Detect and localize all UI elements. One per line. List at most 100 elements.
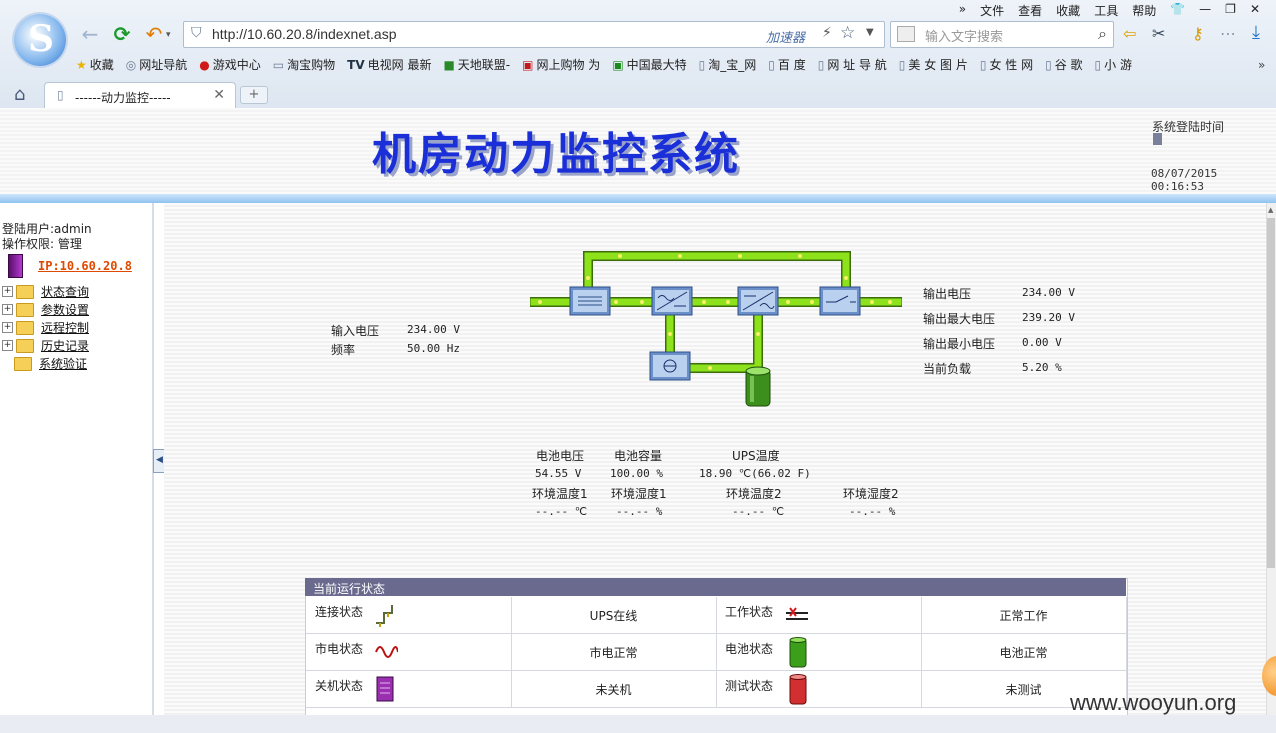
expand-icon[interactable]: + — [2, 340, 13, 351]
floating-badge-icon[interactable] — [1262, 656, 1276, 696]
menu-tools[interactable]: 工具 — [1094, 4, 1119, 18]
page-icon: ▯ — [1045, 57, 1052, 72]
fav-item[interactable]: ▯美 女 图 片 — [898, 57, 968, 73]
exit-icon[interactable]: ⇦ — [1123, 24, 1137, 43]
refresh-icon[interactable]: ⟳ — [113, 22, 131, 46]
menu-file[interactable]: 文件 — [980, 4, 1005, 18]
page-icon: ▯ — [768, 57, 775, 72]
login-time: 08/07/2015 00:16:53 — [1151, 167, 1218, 193]
tree-item-remote[interactable]: + 远程控制 — [2, 319, 89, 336]
fav-item[interactable]: ▭淘宝购物 — [272, 57, 336, 73]
ip-link[interactable]: IP:10.60.20.8 — [38, 259, 132, 273]
status-value: 未测试 — [1005, 683, 1042, 697]
fav-item[interactable]: ▯淘_宝_网 — [698, 57, 757, 73]
fav-item[interactable]: ●游戏中心 — [199, 57, 261, 73]
expand-icon[interactable]: + — [2, 286, 13, 297]
search-input[interactable]: 输入文字搜索 — [925, 30, 1004, 45]
fav-item[interactable]: ◎网址导航 — [125, 57, 188, 73]
address-bar[interactable]: ⛉ http://10.60.20.8/indexnet.asp 加速器 ⚡ ☆… — [183, 21, 885, 48]
globe-icon: ◎ — [125, 57, 137, 72]
env-temp1-value: --.-- ℃ — [535, 505, 588, 518]
fav-item[interactable]: ▣网上购物 为 — [522, 57, 601, 73]
accelerator-label[interactable]: 加速器 — [766, 31, 806, 46]
scrollbar-thumb[interactable] — [1267, 218, 1275, 568]
url-text[interactable]: http://10.60.20.8/indexnet.asp — [212, 26, 397, 42]
output-voltage-label: 输出电压 — [923, 287, 972, 301]
menu-chevron-icon[interactable]: » — [958, 2, 967, 16]
env-hum2-label: 环境湿度2 — [843, 487, 899, 501]
battery-test-icon — [789, 674, 807, 705]
search-box[interactable]: 输入文字搜索 ⌕ — [890, 21, 1114, 48]
undo-icon[interactable]: ↶ — [145, 22, 163, 46]
search-icon[interactable]: ⌕ — [1098, 24, 1107, 43]
fav-item[interactable]: ▯谷 歌 — [1045, 57, 1083, 73]
status-label-cell: 电池状态 — [716, 634, 922, 671]
fav-item[interactable]: ▯百 度 — [768, 57, 806, 73]
scissors-icon[interactable]: ✂ — [1152, 24, 1166, 43]
url-dropdown-icon[interactable]: ▼ — [866, 27, 874, 38]
tree-item-status[interactable]: + 状态查询 — [2, 283, 89, 300]
undo-dropdown-icon[interactable]: ▾ — [166, 30, 171, 40]
load-value: 5.20 % — [1022, 361, 1062, 374]
shirt-icon[interactable]: 👕 — [1170, 2, 1186, 16]
search-engine-icon[interactable] — [897, 26, 915, 42]
tree-label[interactable]: 系统验证 — [39, 357, 88, 371]
tree-label[interactable]: 历史记录 — [41, 339, 90, 353]
permission: 操作权限: 管理 — [2, 237, 82, 251]
tree-item-params[interactable]: + 参数设置 — [2, 301, 89, 318]
status-label: 电池状态 — [725, 642, 774, 656]
restore-icon[interactable]: ❐ — [1225, 2, 1236, 16]
status-label: 测试状态 — [725, 679, 774, 693]
battery-voltage-label: 电池电压 — [536, 449, 585, 463]
tree-item-auth[interactable]: 系统验证 — [14, 355, 87, 372]
output-switch-icon — [819, 286, 861, 316]
minimize-icon[interactable]: — — [1199, 2, 1212, 16]
fav-item[interactable]: ▯女 性 网 — [979, 57, 1034, 73]
battery-voltage-value: 54.55 V — [535, 467, 582, 480]
folder-icon — [16, 320, 34, 335]
folder-icon — [14, 356, 32, 371]
status-label-cell: 工作状态 — [716, 597, 922, 634]
fav-item[interactable]: ▣中国最大特 — [612, 57, 687, 73]
fav-item[interactable]: ★收藏 — [76, 57, 114, 73]
lightning-icon[interactable]: ⚡ — [822, 25, 832, 41]
fav-item[interactable]: ■天地联盟- — [443, 57, 511, 73]
shield-icon: ⛉ — [191, 25, 202, 41]
tree-label[interactable]: 状态查询 — [41, 285, 90, 299]
status-label-cell: 市电状态 — [306, 634, 512, 671]
expand-icon[interactable]: + — [2, 304, 13, 315]
tab-active[interactable]: ▯ ------动力监控----- ✕ — [44, 82, 236, 109]
status-label: 工作状态 — [725, 605, 774, 619]
folder-icon — [16, 338, 34, 353]
favorites-more-icon[interactable]: » — [1258, 58, 1266, 72]
menu-view[interactable]: 查看 — [1018, 4, 1043, 18]
scroll-up-icon[interactable]: ▲ — [1268, 206, 1274, 214]
key-icon[interactable]: ⚷ — [1192, 24, 1204, 43]
expand-icon[interactable]: + — [2, 322, 13, 333]
close-tab-icon[interactable]: ✕ — [213, 87, 225, 103]
tab-title[interactable]: ------动力监控----- — [75, 91, 171, 105]
ups-flow-diagram — [530, 251, 902, 407]
status-value-cell: 正常工作 — [921, 597, 1127, 634]
output-min-label: 输出最小电压 — [923, 337, 996, 351]
menu-favorites[interactable]: 收藏 — [1056, 4, 1081, 18]
tree-label[interactable]: 参数设置 — [41, 303, 90, 317]
browser-logo-icon[interactable]: S — [14, 14, 66, 66]
download-icon[interactable]: ⤓ — [1252, 22, 1260, 43]
site-icon: ▣ — [612, 57, 624, 72]
more-icon[interactable]: ⋯ — [1220, 24, 1236, 43]
fav-item[interactable]: ▯网 址 导 航 — [817, 57, 887, 73]
status-label-cell: 连接状态 — [306, 597, 512, 634]
star-icon[interactable]: ☆ — [840, 23, 856, 43]
close-window-icon[interactable]: ✕ — [1249, 2, 1260, 16]
tree-item-history[interactable]: + 历史记录 — [2, 337, 89, 354]
flow-dots — [538, 254, 892, 370]
home-icon[interactable]: ⌂ — [14, 84, 26, 105]
back-arrow-icon[interactable]: ← — [81, 22, 99, 46]
menu-help[interactable]: 帮助 — [1132, 4, 1157, 18]
fav-item[interactable]: ▯小 游 — [1094, 57, 1132, 73]
new-tab-button[interactable]: + — [240, 86, 268, 104]
tree-label[interactable]: 远程控制 — [41, 321, 90, 335]
